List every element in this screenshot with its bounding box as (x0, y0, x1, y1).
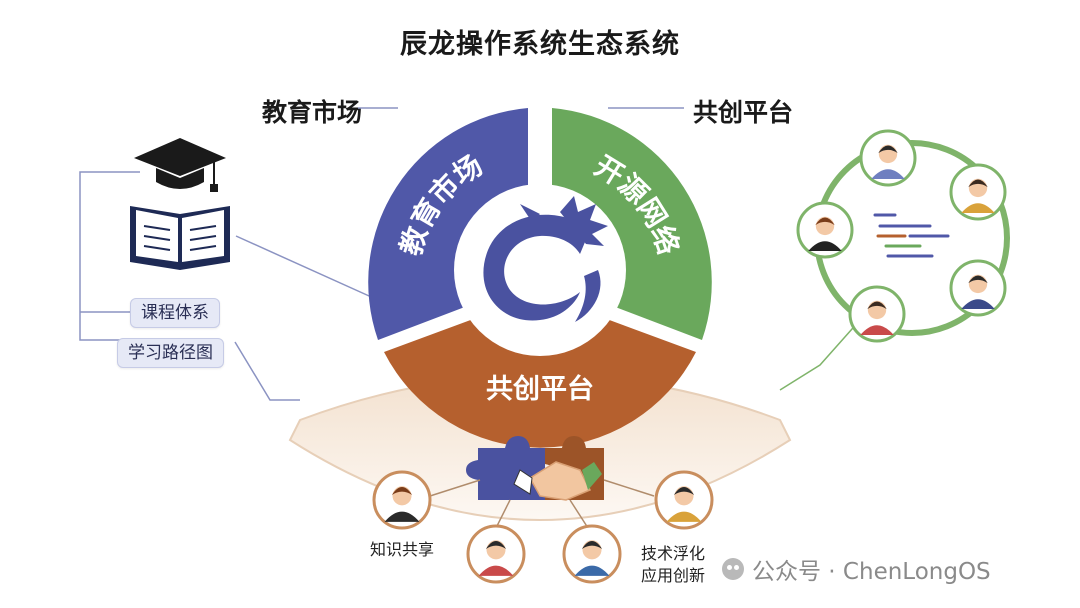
watermark-text: 公众号 · ChenLongOS (752, 559, 991, 585)
segment-opensource (552, 108, 712, 340)
person-icon (466, 524, 526, 584)
segment-cocreation-label: 共创平台 (486, 373, 594, 405)
course-system-pill: 课程体系 (130, 298, 220, 328)
puzzle-handshake-icon (466, 436, 604, 501)
segment-cocreation (384, 318, 696, 448)
right-fan-connector (779, 319, 861, 391)
person-icon (949, 259, 1007, 317)
person-icon (796, 201, 854, 259)
left-bracket-line (79, 171, 140, 341)
book-connector (235, 235, 379, 301)
left-fan-connector (234, 341, 300, 401)
person-icon (654, 470, 714, 530)
learning-path-pill: 学习路径图 (117, 338, 224, 368)
person-icon (949, 163, 1007, 221)
segment-education (368, 108, 528, 340)
center-circle (454, 184, 626, 356)
dragon-logo-icon (483, 196, 608, 322)
bottom-connectors (429, 479, 655, 529)
person-icon (372, 470, 432, 530)
person-icon (562, 524, 622, 584)
tech-label-line1: 技术浮化 (641, 544, 706, 563)
open-book-icon (130, 206, 230, 270)
person-icon (848, 285, 906, 343)
connector-lines (79, 107, 861, 401)
code-lines-icon (873, 213, 950, 258)
left-heading: 教育市场 (262, 98, 363, 127)
page-title: 辰龙操作系统生态系统 (400, 29, 680, 60)
wechat-icon (722, 558, 744, 580)
watermark: 公众号 · ChenLongOS (722, 552, 991, 586)
person-icon (859, 129, 917, 187)
knowledge-sharing-label: 知识共享 (370, 540, 435, 559)
graduation-cap-icon (134, 138, 226, 192)
tech-label-line2: 应用创新 (641, 566, 706, 585)
right-heading: 共创平台 (693, 98, 794, 127)
